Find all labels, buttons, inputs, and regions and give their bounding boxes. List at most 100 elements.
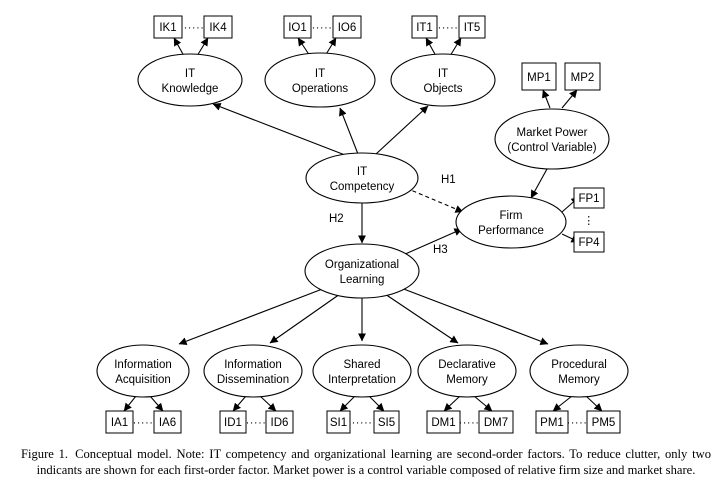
- node-label-line: IT: [438, 68, 448, 80]
- indicator-it5: IT5: [464, 22, 481, 34]
- indicator-dots: ·····: [312, 22, 333, 34]
- edge-acquisition-to-ia6: [149, 395, 164, 412]
- indicator-mp1: MP1: [527, 72, 551, 84]
- indicator-si5: SI5: [378, 417, 395, 429]
- indicator-group-shared-interpretation: SI1 ····· SI5: [326, 410, 400, 434]
- node-label-line: Memory: [558, 374, 600, 386]
- indicator-group-declarative-memory: DM1 ····· DM7: [426, 410, 514, 434]
- edge-knowledge-to-ik1: [173, 37, 185, 57]
- hypothesis-h3-label: H3: [433, 244, 448, 256]
- edge-learning-to-declarative: [384, 293, 459, 344]
- indicator-group-information-acquisition: IA1 ····· IA6: [105, 410, 182, 434]
- indicator-io1: IO1: [288, 22, 307, 34]
- edge-objects-to-it5: [449, 37, 462, 57]
- node-information-acquisition: Information Acquisition: [96, 344, 190, 398]
- node-organizational-learning: Organizational Learning: [304, 243, 420, 299]
- node-market-power: Market Power (Control Variable): [494, 108, 610, 170]
- indicator-id6: ID6: [271, 417, 289, 429]
- node-label-line: Procedural: [551, 359, 607, 371]
- indicator-dots: ·····: [184, 22, 205, 34]
- indicator-pm5: PM5: [592, 417, 616, 429]
- node-label-line: Declarative: [438, 359, 496, 371]
- indicator-mp2: MP2: [571, 72, 595, 84]
- edge-declarative-to-dm7: [473, 395, 493, 412]
- indicator-group-it-knowledge: IK1 ····· IK4: [153, 15, 233, 39]
- node-it-operations: IT Operations: [264, 52, 376, 108]
- node-it-competency: IT Competency: [305, 152, 419, 204]
- edge-h1-competency-to-performance: [405, 187, 464, 213]
- node-label-line: Knowledge: [162, 83, 219, 95]
- edge-learning-to-acquisition: [178, 287, 326, 346]
- edge-learning-to-procedural: [400, 287, 549, 346]
- indicator-si1: SI1: [330, 417, 347, 429]
- node-label-line: IT: [185, 68, 195, 80]
- edge-h3-learning-to-performance: [402, 228, 463, 256]
- node-label-line: Firm: [500, 210, 523, 222]
- node-label-line: Dissemination: [217, 374, 289, 386]
- indicator-dots: ·····: [438, 22, 459, 34]
- indicator-ia1: IA1: [111, 417, 128, 429]
- indicator-ia6: IA6: [159, 417, 176, 429]
- indicator-dots: ·····: [352, 417, 373, 429]
- node-it-knowledge: IT Knowledge: [137, 53, 243, 107]
- node-shared-interpretation: Shared Interpretation: [312, 344, 412, 398]
- node-label-line: Market Power: [517, 127, 588, 139]
- indicator-group-information-dissemination: ID1 ····· ID6: [219, 410, 294, 434]
- node-procedural-memory: Procedural Memory: [529, 344, 629, 398]
- edge-declarative-to-dm1: [443, 395, 461, 412]
- edge-learning-to-dissemination: [269, 293, 341, 344]
- node-declarative-memory: Declarative Memory: [417, 344, 517, 398]
- indicator-id1: ID1: [224, 417, 242, 429]
- indicator-group-procedural-memory: PM1 ····· PM5: [535, 410, 621, 434]
- indicator-ik1: IK1: [159, 22, 176, 34]
- edge-objects-to-it1: [425, 37, 437, 57]
- indicator-group-firm-performance: FP1 ⋮ FP4: [573, 187, 605, 253]
- edge-competency-to-operations: [339, 107, 359, 155]
- indicator-io6: IO6: [338, 22, 357, 34]
- node-label-line: Organizational: [325, 259, 399, 271]
- node-label-line: Acquisition: [115, 374, 171, 386]
- node-label-line: Competency: [330, 181, 395, 193]
- indicator-dots-vertical: ⋮: [583, 215, 595, 227]
- node-label-line: Learning: [340, 274, 385, 286]
- indicator-group-it-operations: IO1 ····· IO6: [283, 15, 362, 39]
- indicator-dots: ·····: [133, 417, 154, 429]
- edge-acquisition-to-ia1: [123, 395, 137, 412]
- edge-marketpower-to-mp2: [561, 89, 578, 109]
- edge-dissemination-to-id1: [232, 395, 247, 412]
- indicator-group-market-power: MP1 MP2: [521, 62, 601, 91]
- edge-interpretation-to-si1: [339, 395, 356, 412]
- edge-competency-to-objects: [375, 105, 429, 155]
- indicator-dots: ·····: [459, 417, 480, 429]
- indicator-dm1: DM1: [431, 417, 455, 429]
- indicator-dots: ·····: [567, 417, 588, 429]
- edge-operations-to-io1: [297, 37, 311, 57]
- edge-procedural-to-pm5: [585, 395, 603, 412]
- indicator-dm7: DM7: [484, 417, 508, 429]
- node-label-line: Objects: [424, 83, 463, 95]
- edge-competency-to-knowledge: [212, 103, 346, 156]
- edge-procedural-to-pm1: [552, 395, 573, 412]
- caption-text: Conceptual model. Note: IT competency an…: [36, 447, 711, 477]
- node-label-line: Information: [224, 359, 282, 371]
- conceptual-model-diagram: IK1 ····· IK4 IO1 ····· IO6 IT1 ····· IT…: [96, 15, 629, 434]
- indicator-fp1: FP1: [578, 193, 599, 205]
- node-it-objects: IT Objects: [390, 53, 496, 107]
- indicator-fp4: FP4: [578, 237, 600, 249]
- indicator-group-it-objects: IT1 ····· IT5: [411, 15, 486, 39]
- indicator-it1: IT1: [416, 22, 433, 34]
- node-label-line: Information: [114, 359, 172, 371]
- figure-caption: Figure 1.Conceptual model. Note: IT comp…: [21, 447, 711, 478]
- node-firm-performance: Firm Performance: [455, 195, 567, 249]
- node-label-line: IT: [357, 166, 367, 178]
- edge-marketpower-to-mp1: [542, 89, 551, 109]
- node-label-line: Operations: [292, 83, 349, 95]
- node-information-dissemination: Information Dissemination: [203, 344, 303, 398]
- hypothesis-h1-label: H1: [441, 174, 456, 186]
- edge-marketpower-to-firmperformance: [530, 168, 548, 199]
- indicator-dots: ·····: [246, 417, 267, 429]
- edge-knowledge-to-ik4: [196, 37, 209, 57]
- node-label-line: Memory: [446, 374, 488, 386]
- node-label-line: Interpretation: [328, 374, 396, 386]
- indicator-pm1: PM1: [540, 417, 564, 429]
